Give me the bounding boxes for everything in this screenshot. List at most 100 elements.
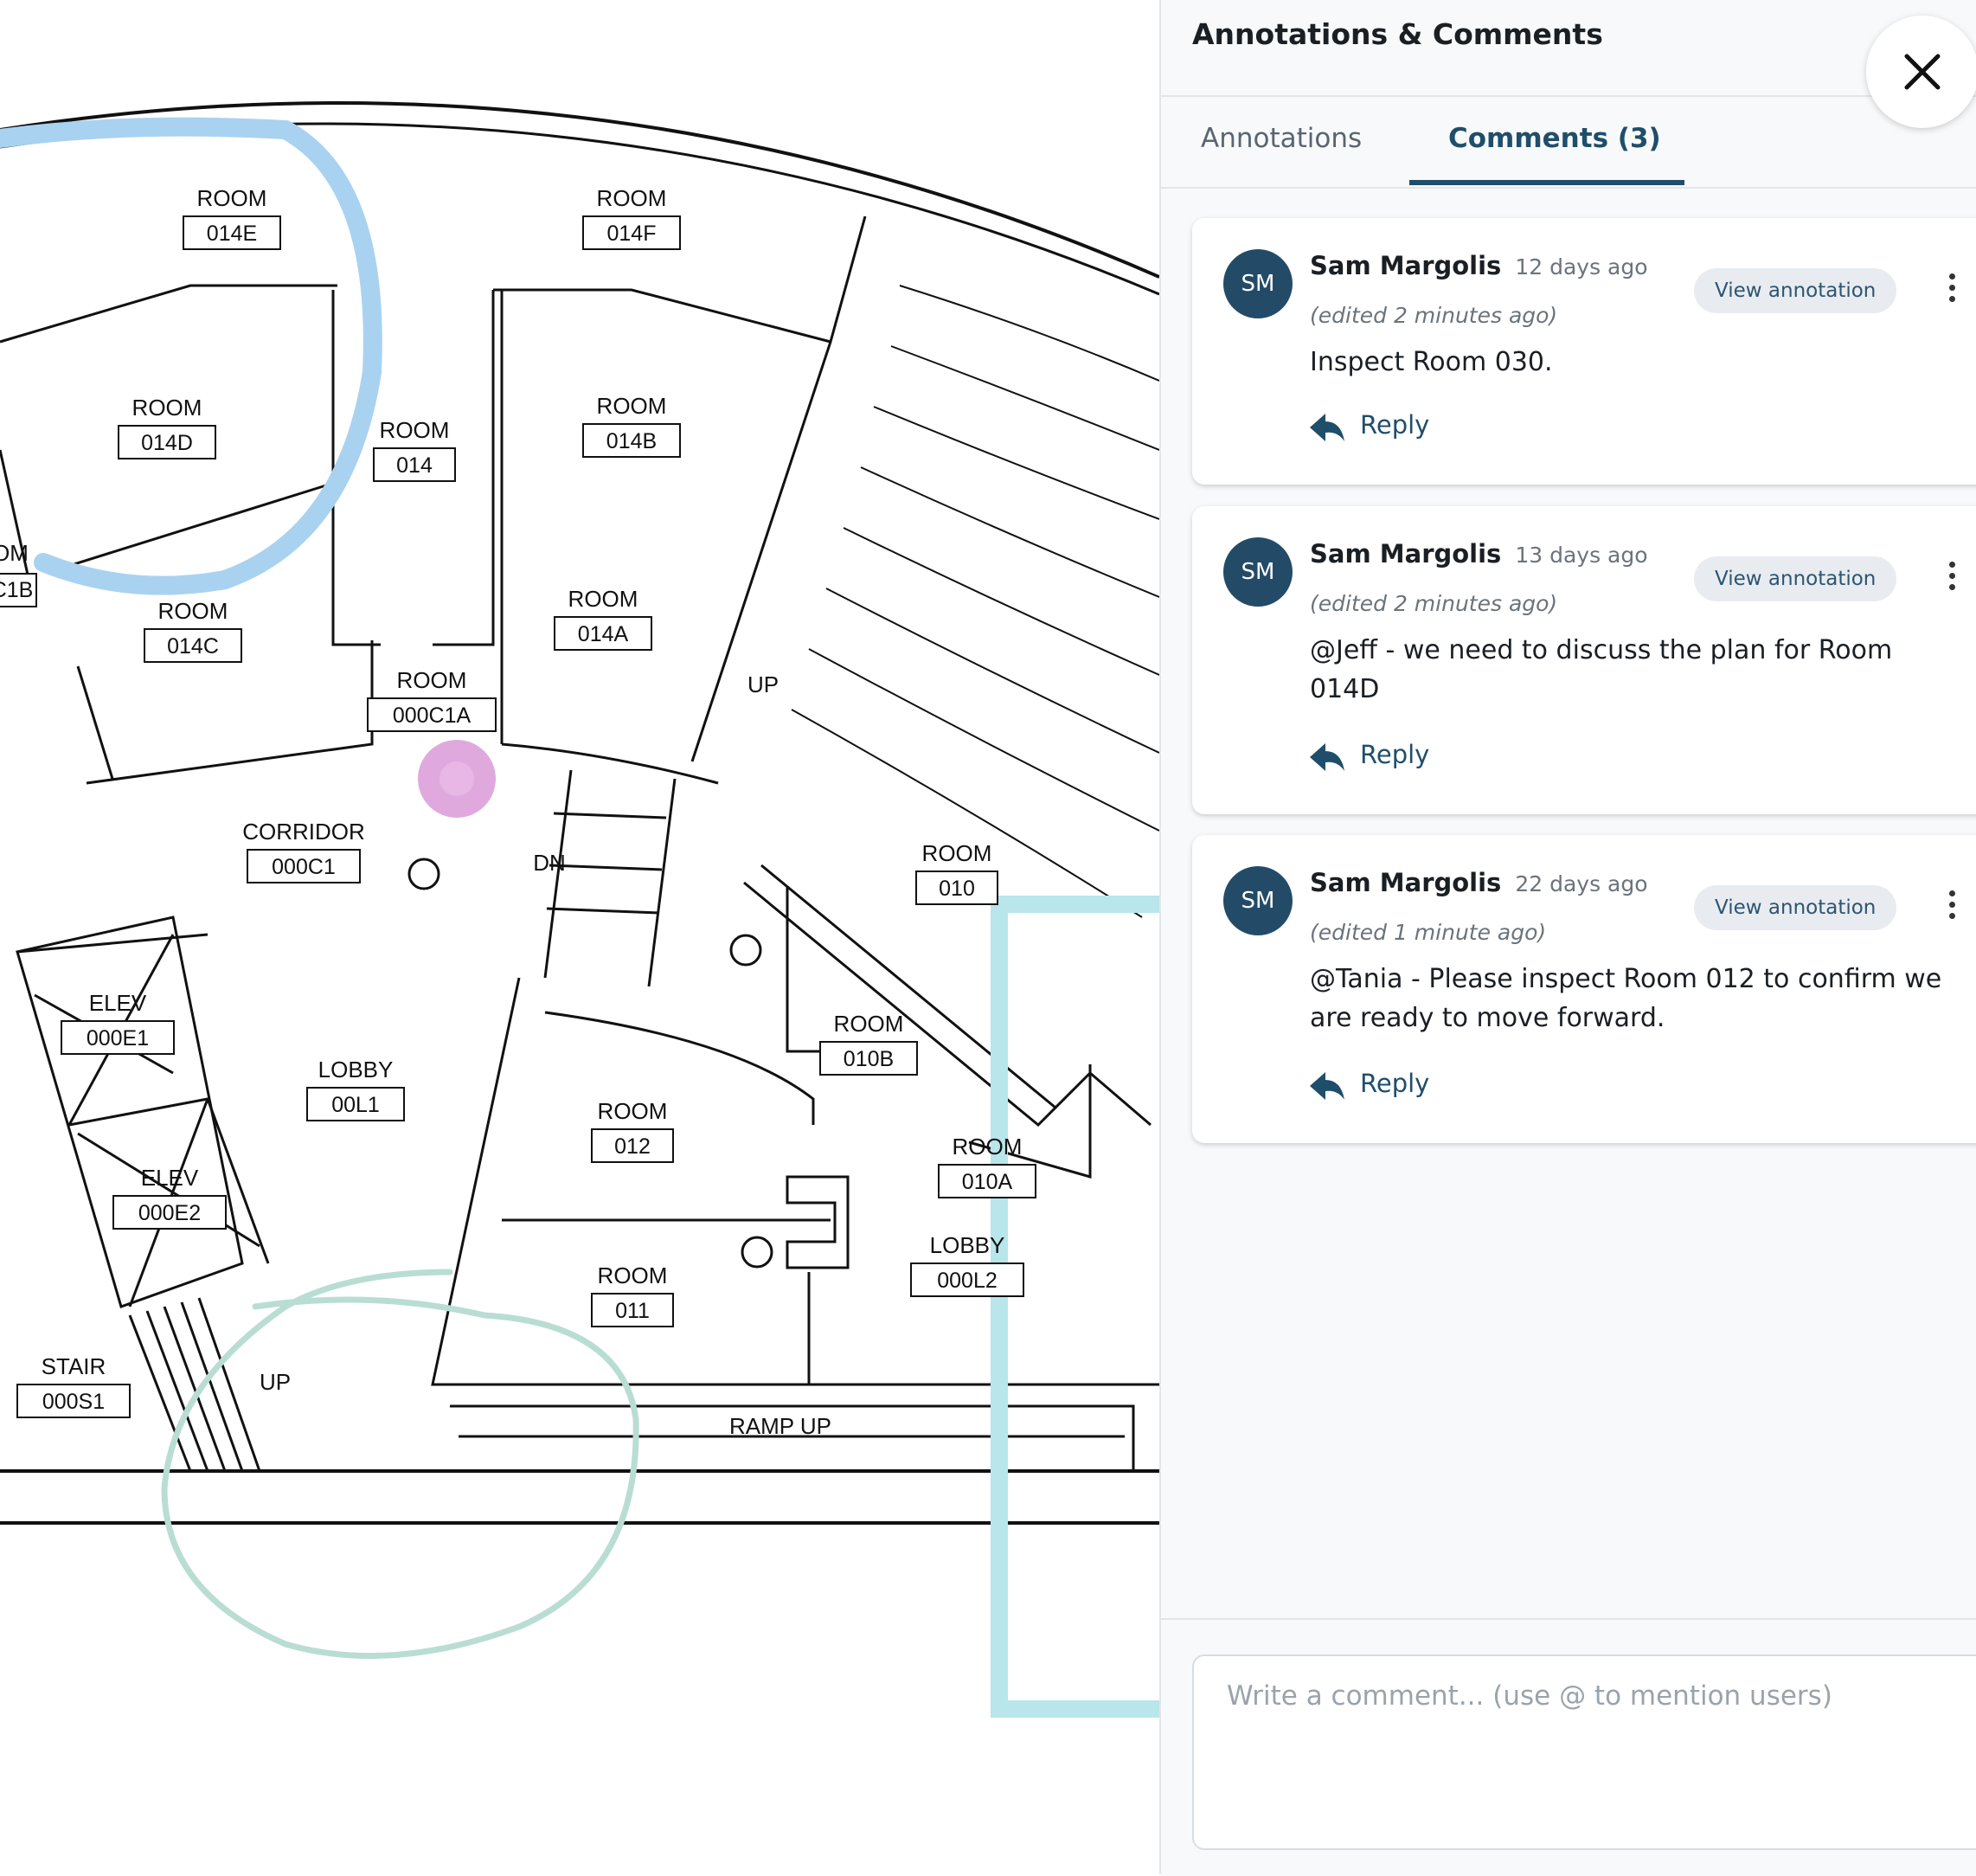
room-label: ROOM (158, 598, 228, 624)
up-marker: UP (747, 671, 779, 697)
room-label: ROOM (598, 1098, 668, 1124)
reply-button[interactable]: Reply (1360, 740, 1430, 769)
room-number-box (247, 849, 361, 883)
tab-comments[interactable]: Comments (3) (1448, 123, 1661, 154)
room-number-box (915, 871, 998, 905)
more-options-icon[interactable] (1943, 270, 1960, 308)
room-number-box (554, 616, 652, 651)
room-label: ROOM (397, 667, 467, 693)
room-label: ELEV (141, 1165, 199, 1191)
room-number-box (183, 215, 281, 250)
room-number-box (118, 425, 216, 459)
room-number: 011 (615, 1299, 650, 1323)
view-annotation-button[interactable]: View annotation (1694, 268, 1897, 313)
comment-time: 12 days ago (1515, 254, 1648, 279)
annotations-comments-panel: Annotations & Comments Annotations Comme… (1159, 0, 1976, 1876)
room-number: 014 (396, 453, 433, 478)
room-number-box (61, 1020, 175, 1055)
room-label: ROOM (197, 185, 267, 211)
active-tab-indicator (1409, 180, 1684, 185)
room-label: ROOM (597, 185, 667, 211)
panel-tabs: Annotations Comments (3) (1161, 97, 1976, 189)
partial-room-label: OM (0, 540, 29, 566)
room-number: 000E1 (87, 1026, 149, 1050)
comment-compose-area (1161, 1618, 1976, 1876)
room-number: 010B (844, 1047, 894, 1071)
room-number-box (144, 628, 242, 663)
more-options-icon[interactable] (1943, 887, 1960, 925)
close-icon (1904, 54, 1941, 90)
room-number: 000E2 (138, 1201, 201, 1225)
reply-icon[interactable] (1308, 1070, 1346, 1102)
room-number-box (16, 1384, 131, 1418)
reply-icon[interactable] (1308, 412, 1346, 443)
reply-button[interactable]: Reply (1360, 410, 1430, 440)
room-number-box (306, 1087, 405, 1121)
room-label: LOBBY (318, 1057, 394, 1083)
comment-edited-note: (edited 2 minutes ago) (1310, 303, 1558, 328)
room-label: ELEV (89, 990, 147, 1016)
room-label: ROOM (597, 393, 667, 419)
room-label: STAIR (42, 1353, 106, 1379)
avatar: SM (1223, 249, 1293, 318)
room-number: 014F (607, 222, 657, 246)
room-label: ROOM (834, 1011, 904, 1037)
view-annotation-button[interactable]: View annotation (1694, 556, 1897, 601)
comment-card: SM Sam Margolis 12 days ago View annotati… (1192, 218, 1976, 485)
room-number: 014E (207, 222, 257, 246)
room-label: ROOM (132, 395, 202, 421)
room-number-box (910, 1262, 1024, 1297)
room-number: 014B (606, 429, 657, 453)
up-marker-2: UP (260, 1369, 291, 1395)
view-annotation-button[interactable]: View annotation (1694, 885, 1897, 930)
close-button[interactable] (1866, 16, 1976, 128)
comment-time: 22 days ago (1515, 871, 1648, 896)
room-number: 000C1A (393, 704, 472, 728)
comment-author: Sam Margolis (1310, 251, 1502, 280)
avatar: SM (1223, 537, 1293, 607)
room-number-box (938, 1164, 1036, 1198)
comment-text: @Jeff - we need to discuss the plan for … (1310, 635, 1893, 704)
comment-author: Sam Margolis (1310, 868, 1502, 897)
green-freehand-annotation (161, 1269, 639, 1660)
tab-annotations[interactable]: Annotations (1201, 123, 1363, 154)
room-number-box (582, 423, 681, 458)
room-number-box (819, 1041, 918, 1076)
room-number-box (591, 1128, 674, 1163)
reply-icon[interactable] (1308, 742, 1346, 773)
reply-button[interactable]: Reply (1360, 1069, 1430, 1098)
teal-rectangle-annotation (991, 896, 1159, 1718)
panel-header: Annotations & Comments (1161, 0, 1976, 97)
room-label: LOBBY (930, 1232, 1005, 1258)
comment-time: 13 days ago (1515, 543, 1648, 568)
room-label: ROOM (380, 417, 450, 443)
comment-edited-note: (edited 2 minutes ago) (1310, 591, 1558, 616)
panel-title: Annotations & Comments (1192, 17, 1603, 51)
room-number: 010 (939, 877, 975, 901)
comment-text: Inspect Room 030. (1310, 347, 1553, 377)
room-number: 000S1 (42, 1390, 105, 1414)
ramp-up-marker: RAMP UP (729, 1413, 831, 1439)
room-number-box (373, 447, 456, 482)
blue-freehand-annotation (0, 117, 382, 595)
dn-marker: DN (533, 850, 566, 876)
comment-text: @Tania - Please inspect Room 012 to conf… (1310, 964, 1942, 1033)
room-number: 014C (167, 634, 219, 659)
room-number: 012 (614, 1134, 651, 1159)
room-label: ROOM (568, 586, 638, 612)
room-number: 010A (962, 1170, 1013, 1194)
room-number: 000C1 (272, 855, 336, 879)
comment-input[interactable] (1192, 1654, 1976, 1850)
room-label: ROOM (922, 840, 992, 866)
room-number: 014A (578, 622, 629, 646)
partial-room-number: C1B (0, 578, 33, 602)
more-options-icon[interactable] (1943, 558, 1960, 596)
room-number-box (582, 215, 681, 250)
room-number: 00L1 (331, 1093, 380, 1117)
room-number-box (112, 1195, 227, 1230)
room-label: ROOM (598, 1262, 668, 1288)
